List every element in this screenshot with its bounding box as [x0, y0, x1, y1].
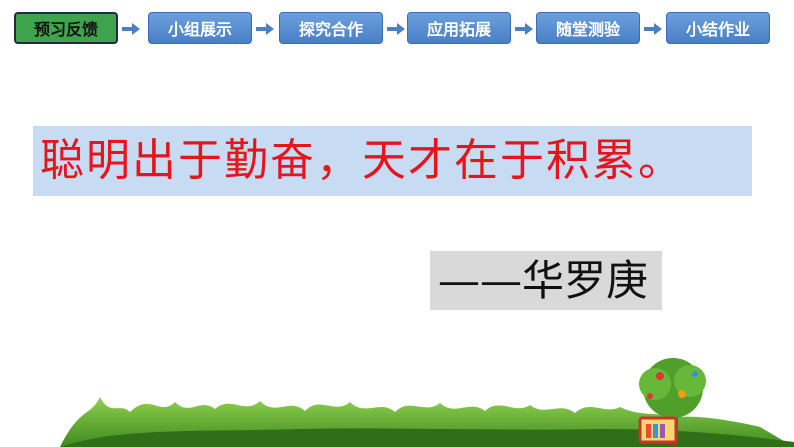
- step-label: 小结作业: [685, 20, 750, 39]
- step-apply-extend[interactable]: 应用拓展: [407, 12, 511, 44]
- step-summary-homework[interactable]: 小结作业: [666, 12, 770, 44]
- step-label: 应用拓展: [426, 20, 491, 39]
- step-label: 小组展示: [167, 20, 232, 39]
- step-class-test[interactable]: 随堂测验: [536, 12, 640, 44]
- step-explore-cooperate[interactable]: 探究合作: [279, 12, 383, 44]
- step-group-show[interactable]: 小组展示: [148, 12, 252, 44]
- arrow-right-icon: [644, 23, 662, 35]
- grass-decoration: [60, 397, 794, 447]
- arrow-right-icon: [515, 23, 533, 35]
- author-box: [430, 251, 662, 310]
- quote-text: 聪明出于勤奋，天才在于积累。: [40, 135, 684, 186]
- arrow-right-icon: [387, 23, 405, 35]
- quote-box: [33, 126, 752, 196]
- step-label: 预习反馈: [33, 20, 98, 39]
- step-label: 随堂测验: [555, 20, 620, 39]
- step-label: 探究合作: [298, 20, 363, 39]
- arrow-right-icon: [256, 23, 274, 35]
- quote-author: ——华罗庚: [438, 256, 649, 305]
- arrow-right-icon: [122, 23, 140, 35]
- tree-decoration: [638, 358, 706, 446]
- step-preview-feedback[interactable]: 预习反馈: [14, 12, 118, 44]
